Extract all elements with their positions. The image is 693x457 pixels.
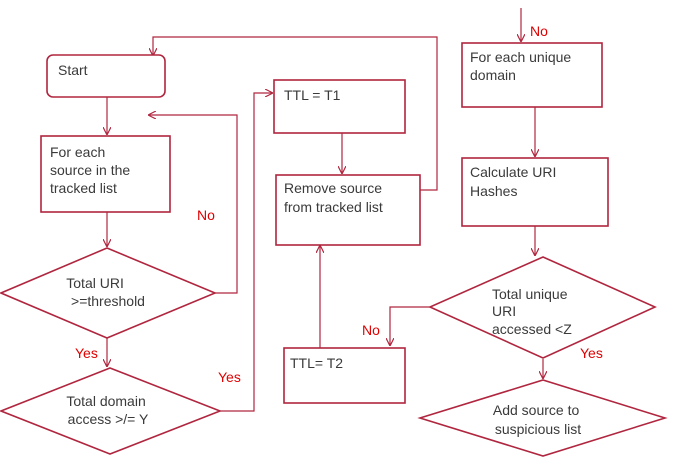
connectors	[107, 8, 543, 412]
node-remove-source-label: Remove source from tracked list	[284, 180, 386, 215]
decision-total-unique: Total unique URI accessed <Z	[428, 256, 657, 359]
node-add-source-label: Add source to suspicious list	[493, 402, 583, 437]
decision-total-domain: Total domain access >/= Y	[0, 367, 223, 455]
arrow-remove-to-start	[153, 36, 438, 191]
arrow-total-domain-yes-to-ttl-t1	[220, 93, 272, 412]
decision-total-domain-label: Total domain access >/= Y	[66, 393, 149, 427]
node-remove-source: Remove source from tracked list	[275, 174, 421, 246]
arrow-total-unique-no	[390, 306, 430, 345]
edge-label-no-unique: No	[362, 322, 380, 338]
node-for-each-domain: For each unique domain	[461, 42, 603, 108]
edge-label-yes-domain: Yes	[218, 369, 241, 385]
node-for-each-source-label: For each source in the tracked list	[50, 144, 134, 196]
node-ttl-t1-label: TTL = T1	[284, 87, 341, 103]
node-ttl-t2-label: TTL= T2	[290, 355, 343, 371]
node-calc-hashes: Calculate URI Hashes	[461, 157, 609, 227]
decision-total-uri-label: Total URI >=threshold	[66, 275, 145, 309]
edge-label-yes-uri: Yes	[75, 345, 98, 361]
edge-label-no-top: No	[530, 23, 548, 39]
node-start: Start	[46, 54, 166, 98]
node-ttl-t1: TTL = T1	[273, 79, 406, 134]
edge-label-yes-unique: Yes	[580, 345, 603, 361]
node-add-source: Add source to suspicious list	[417, 379, 668, 457]
decision-total-uri: Total URI >=threshold	[0, 247, 218, 339]
node-start-label: Start	[58, 62, 88, 78]
edge-label-no-uri: No	[197, 207, 215, 223]
node-for-each-domain-label: For each unique domain	[470, 49, 575, 83]
node-for-each-source: For each source in the tracked list	[40, 135, 171, 213]
node-ttl-t2: TTL= T2	[283, 347, 406, 404]
decision-total-unique-label: Total unique URI accessed <Z	[492, 286, 572, 337]
node-calc-hashes-label: Calculate URI Hashes	[470, 164, 560, 199]
arrow-total-uri-no-loop	[149, 115, 238, 294]
